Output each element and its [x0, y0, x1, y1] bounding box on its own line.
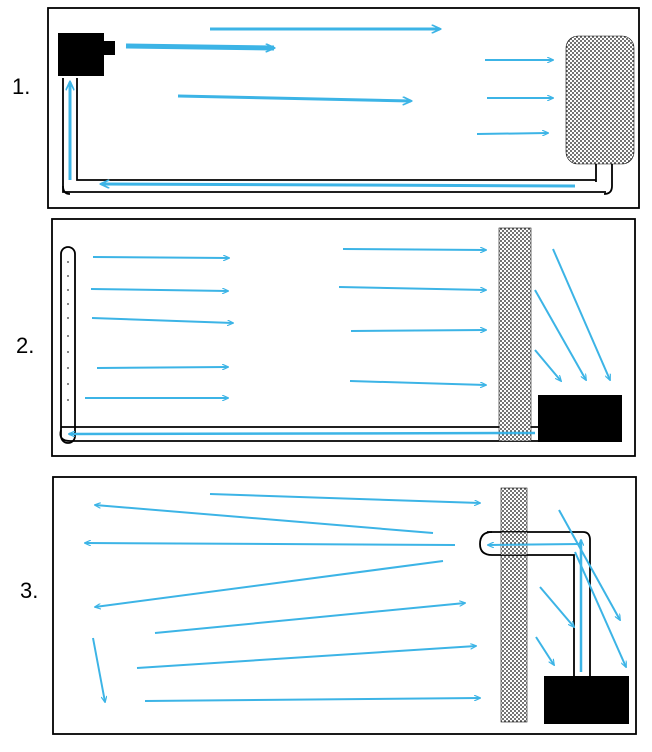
panel-2: 2.	[16, 218, 636, 457]
arrow	[91, 317, 233, 323]
arrow	[144, 698, 480, 702]
filter-wall	[498, 227, 532, 442]
arrow	[534, 289, 586, 380]
arrow	[96, 367, 228, 368]
arrow	[90, 289, 228, 291]
panel-1-label: 1.	[12, 74, 30, 99]
panel-1: 1.	[12, 7, 640, 209]
arrow	[95, 505, 434, 534]
arrow	[85, 543, 456, 545]
arrow	[539, 586, 574, 627]
panel-2-frame	[51, 218, 636, 457]
arrow	[552, 248, 610, 380]
supply-airflow-arrows	[69, 249, 610, 434]
arrow	[535, 636, 554, 665]
air-handler-unit	[544, 676, 629, 724]
arrow	[101, 184, 576, 186]
arrow	[349, 380, 486, 385]
air-handler-unit	[58, 33, 115, 76]
arrow	[136, 646, 476, 669]
arrow	[574, 551, 627, 667]
arrow	[95, 560, 444, 607]
arrow	[534, 349, 561, 381]
arrow	[125, 46, 274, 48]
return-duct	[62, 78, 613, 195]
arrow	[476, 133, 548, 134]
arrow	[209, 493, 480, 503]
arrow	[338, 286, 486, 290]
panel-3-label: 3.	[20, 578, 38, 603]
supply-duct	[479, 531, 591, 680]
arrow	[69, 433, 536, 434]
arrow	[92, 637, 105, 702]
supply-airflow-arrows	[70, 29, 576, 186]
arrow	[342, 249, 486, 250]
air-handler-unit	[538, 395, 622, 442]
filter-wall	[500, 487, 528, 723]
arrow	[488, 544, 581, 545]
perforated-duct	[60, 246, 76, 444]
filter-cylinder	[565, 35, 635, 165]
panel-2-label: 2.	[16, 333, 34, 358]
panel-3-frame	[52, 476, 637, 735]
panel-3: 3.	[20, 476, 637, 735]
arrow	[92, 257, 229, 258]
arrow	[177, 94, 411, 101]
return-duct	[59, 426, 540, 442]
arrow	[154, 603, 465, 634]
arrow	[558, 509, 620, 620]
arrow	[350, 330, 486, 331]
filter-wall-overlap	[501, 532, 527, 555]
panel-1-frame	[47, 7, 640, 209]
supply-airflow-arrows	[85, 493, 627, 702]
